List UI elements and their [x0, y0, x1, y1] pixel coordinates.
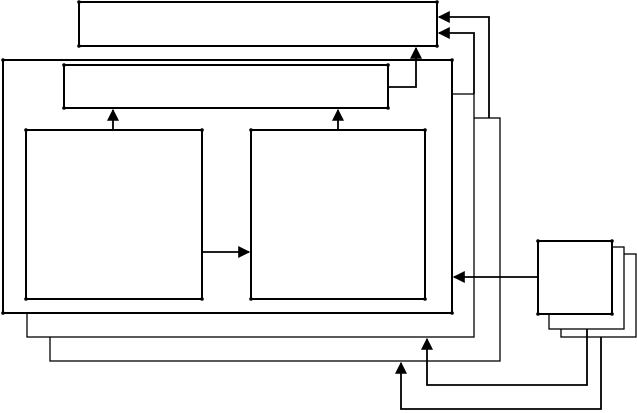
inner-top-block-corner-1 [386, 63, 390, 67]
container-block-corner-0 [1, 58, 5, 62]
container-block-corner-1 [450, 58, 454, 62]
top-block-corner-2 [77, 44, 81, 48]
side-middle-to-container-connector [421, 329, 588, 386]
side-block [536, 239, 614, 316]
top-block [77, 0, 439, 48]
left-block-corner-3 [200, 297, 204, 301]
side-back-to-container-connector [395, 337, 602, 410]
left-block-corner-2 [24, 297, 28, 301]
left-block [24, 128, 204, 301]
right-block-corner-3 [423, 297, 427, 301]
top-block-outline [78, 1, 438, 47]
inner-top-block-outline [63, 64, 389, 109]
right-block-corner-1 [423, 128, 427, 132]
side-block-corner-1 [610, 239, 614, 243]
right-block-corner-2 [249, 297, 253, 301]
inner-top-block-corner-2 [62, 106, 66, 110]
left-block-corner-1 [200, 128, 204, 132]
container-block-corner-2 [1, 311, 5, 315]
inner-top-to-top-connector [388, 46, 422, 88]
top-block-corner-1 [435, 0, 439, 4]
inner-top-block-corner-3 [386, 106, 390, 110]
blocks [1, 0, 614, 316]
top-block-corner-0 [77, 0, 81, 4]
right-block-corner-0 [249, 128, 253, 132]
connectors [107, 11, 602, 410]
right-block [249, 128, 427, 301]
stack-back-to-top-connector [437, 11, 490, 118]
side-block-corner-0 [536, 239, 540, 243]
side-block-corner-2 [536, 312, 540, 316]
container-block-corner-3 [450, 311, 454, 315]
side-block-corner-3 [610, 312, 614, 316]
side-block-outline [537, 240, 613, 315]
top-block-corner-3 [435, 44, 439, 48]
stack-middle-to-top-connector [437, 27, 475, 94]
right-block-outline [250, 129, 426, 300]
inner-top-block [62, 63, 390, 110]
left-block-outline [25, 129, 203, 300]
left-block-corner-0 [24, 128, 28, 132]
inner-top-block-corner-0 [62, 63, 66, 67]
